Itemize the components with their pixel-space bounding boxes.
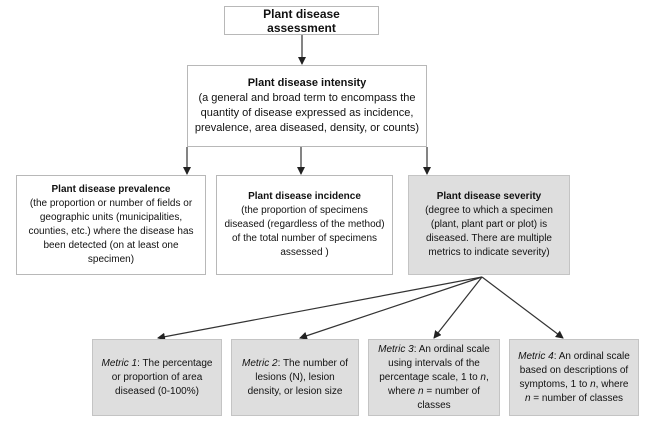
metric-3-n1: n — [480, 371, 486, 383]
arrow-severity-to-metric-1 — [157, 276, 483, 341]
metric-2-text: : The number of lesions (N), lesion dens… — [247, 357, 348, 397]
metric-2-box: Metric 2: The number of lesions (N), les… — [231, 339, 359, 416]
severity-description: (degree to which a specimen (plant, plan… — [425, 205, 553, 258]
intensity-title: Plant disease intensity — [247, 77, 367, 89]
severity-title: Plant disease severity — [436, 191, 542, 202]
metric-4-n1: n — [590, 378, 596, 390]
metric-1-text: : The percentage or proportion of area d… — [111, 357, 213, 397]
metric-3-n2: n — [418, 385, 424, 397]
arrow-severity-to-metric-2 — [299, 276, 483, 340]
intensity-description: (a general and broad term to encompass t… — [194, 92, 420, 134]
incidence-box: Plant disease incidence (the proportion … — [216, 175, 393, 275]
metric-3-text-b: , where — [388, 371, 489, 397]
arrow-severity-to-metric-4 — [481, 276, 564, 339]
prevalence-description: (the proportion or number of fields or g… — [28, 198, 194, 265]
metric-1-label: Metric 1 — [101, 357, 138, 369]
intensity-box: Plant disease intensity (a general and b… — [187, 65, 427, 147]
metric-2-label: Metric 2 — [242, 357, 278, 369]
metric-3-text-c: = number of classes — [417, 385, 480, 411]
incidence-title: Plant disease incidence — [248, 191, 361, 202]
prevalence-title: Plant disease prevalence — [51, 184, 171, 195]
metric-3-box: Metric 3: An ordinal scale using interva… — [368, 339, 500, 416]
metric-3-text-a: : An ordinal scale using intervals of th… — [379, 343, 490, 383]
assessment-title: Plant disease assessment — [263, 6, 340, 35]
assessment-box: Plant disease assessment — [224, 6, 379, 35]
metric-4-box: Metric 4: An ordinal scale based on desc… — [509, 339, 639, 416]
incidence-description: (the proportion of specimens diseased (r… — [224, 205, 385, 258]
prevalence-box: Plant disease prevalence (the proportion… — [16, 175, 206, 275]
arrow-severity-to-metric-3 — [433, 276, 483, 339]
metric-1-box: Metric 1: The percentage or proportion o… — [92, 339, 222, 416]
severity-box: Plant disease severity (degree to which … — [408, 175, 570, 275]
metric-4-text-a: : An ordinal scale based on descriptions… — [519, 350, 630, 390]
metric-4-label: Metric 4 — [518, 350, 554, 362]
metric-3-label: Metric 3 — [378, 343, 414, 355]
metric-4-text-c: = number of classes — [530, 392, 624, 404]
metric-4-n2: n — [524, 392, 531, 404]
metric-4-text-b: , where — [595, 378, 629, 390]
